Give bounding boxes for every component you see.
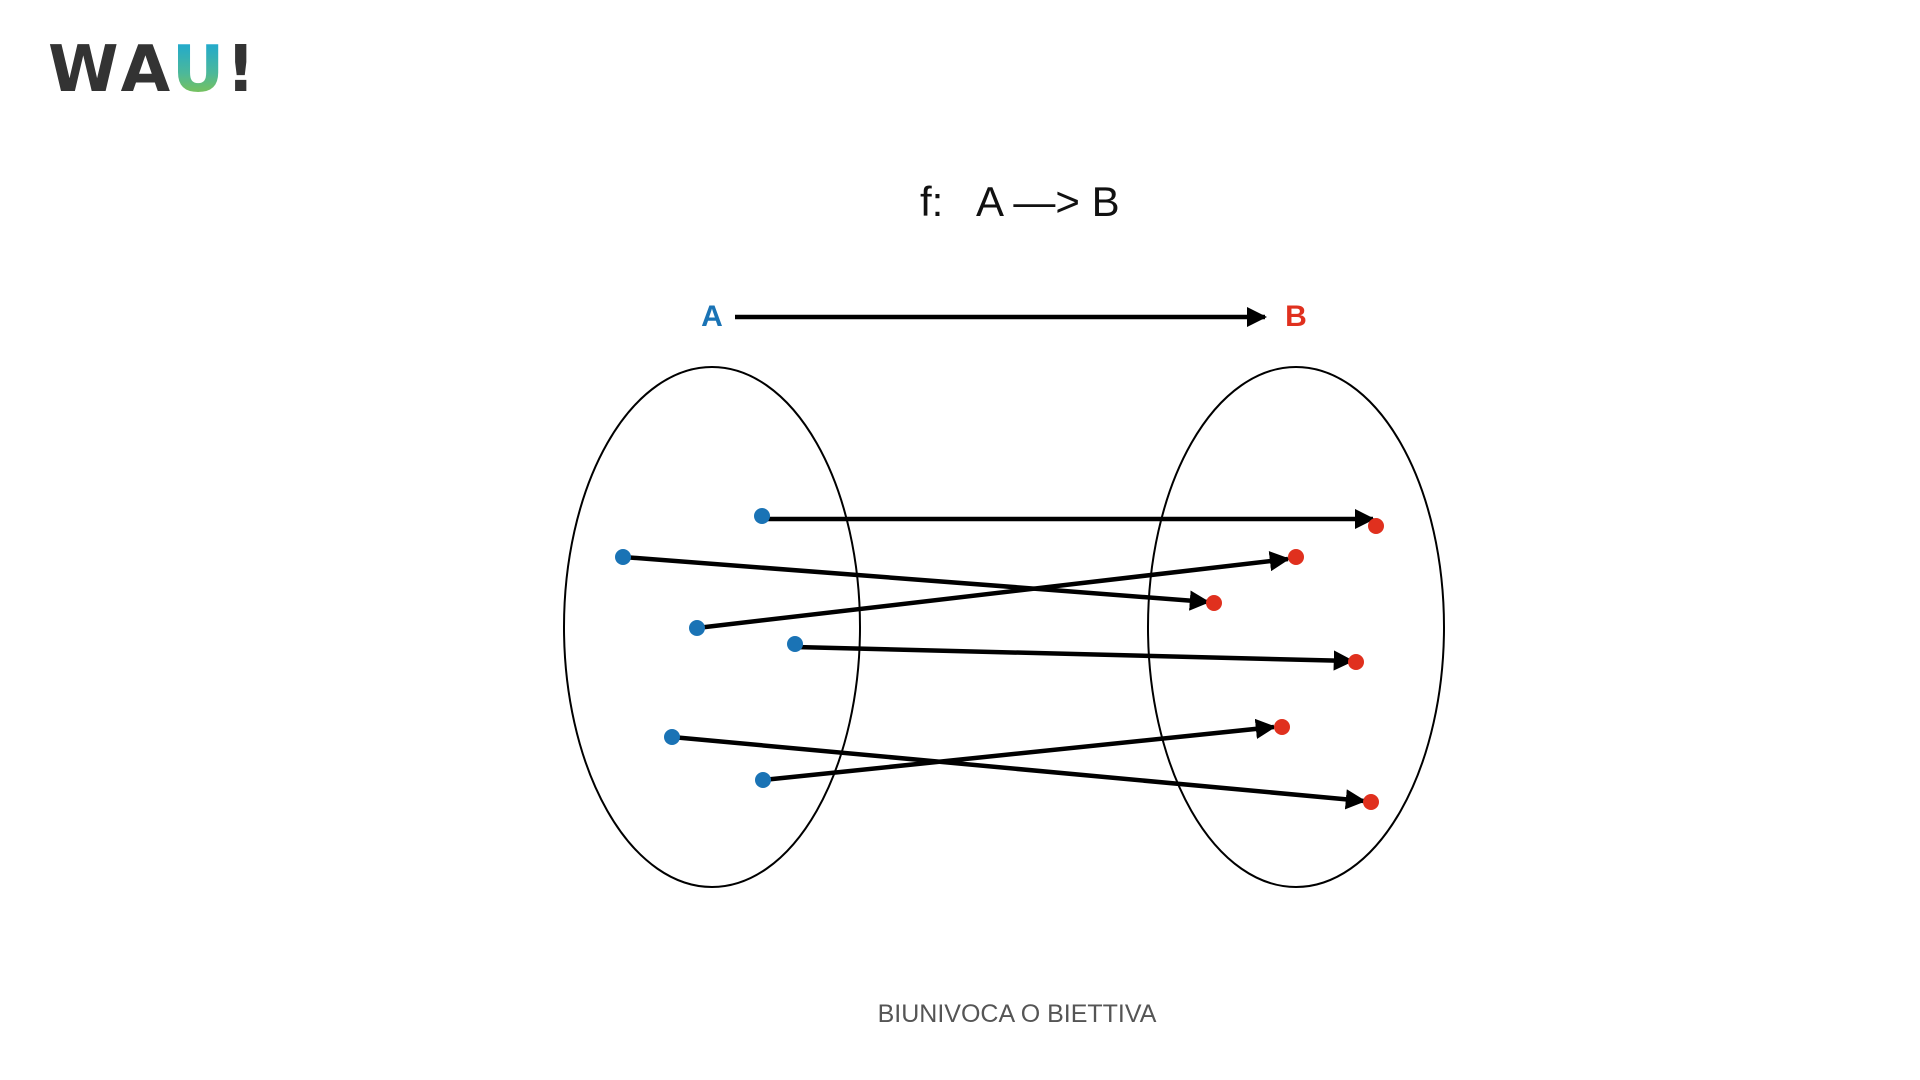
mapping-arrow [762,718,1277,783]
logo-letter-a: A [120,33,173,107]
codomain-point [1274,719,1290,735]
domain-point [755,772,771,788]
codomain-point [1206,595,1222,611]
set-label-a: A [701,300,723,333]
domain-point [754,508,770,524]
codomain-point [1363,794,1379,810]
domain-point [689,620,705,636]
function-formula: f: A —> B [920,178,1120,225]
mapping-arrow [696,551,1291,631]
codomain-point [1288,549,1304,565]
codomain-point [1368,518,1384,534]
wau-logo: W A U ! [48,38,257,102]
set-label-b: B [1285,300,1307,333]
domain-point [664,729,680,745]
mapping-arrow [671,734,1367,810]
logo-letter-w: W [48,33,121,107]
logo-exclamation: ! [226,33,258,107]
set-b-ellipse [1147,366,1445,888]
logo-letter-u: U [172,33,227,107]
mapping-arrow [794,644,1355,671]
mapping-arrow [622,554,1211,611]
caption-text: BIUNIVOCA O BIETTIVA [877,1000,1157,1028]
codomain-point [1348,654,1364,670]
domain-point [615,549,631,565]
set-a-ellipse [563,366,861,888]
domain-point [787,636,803,652]
